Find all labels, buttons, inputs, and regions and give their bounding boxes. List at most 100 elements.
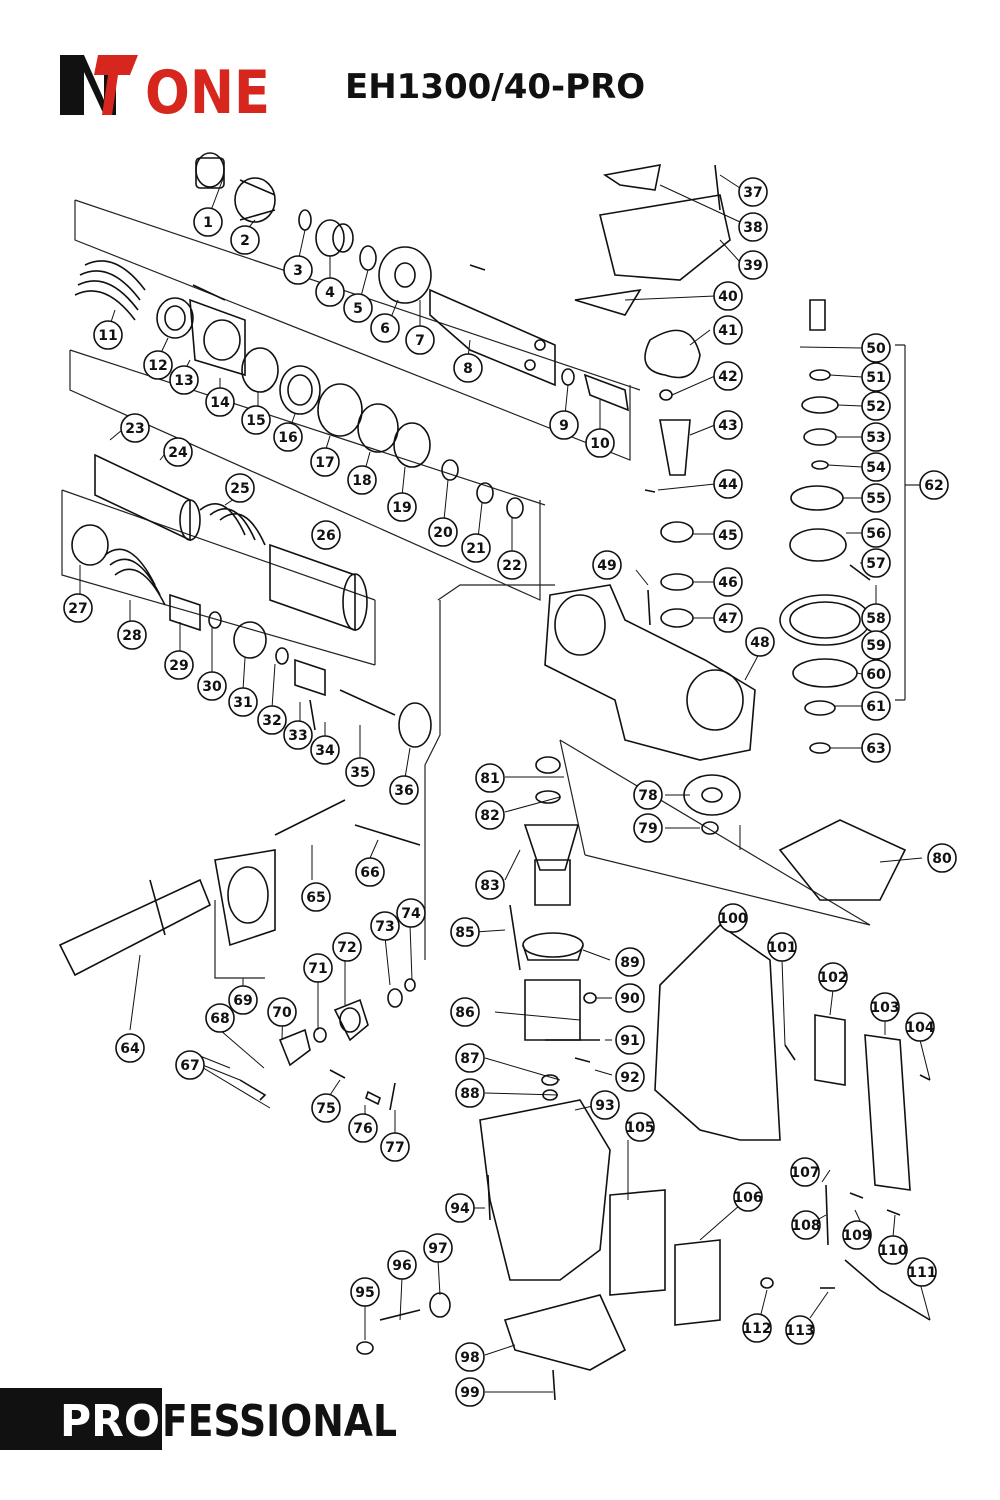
- part-number-71: 71: [308, 961, 327, 977]
- part-number-108: 108: [791, 1218, 820, 1234]
- part-callout-circle-76: [348, 1113, 378, 1143]
- part-callout-circle-12: [143, 350, 173, 380]
- part-callout-circle-94: [445, 1193, 475, 1223]
- part-callout-circle-86: [450, 997, 480, 1027]
- part-callout-circle-59: [861, 630, 891, 660]
- footer-brand-pro: PRO: [60, 1396, 160, 1447]
- part-number-85: 85: [455, 925, 474, 941]
- brand-logo: ONE: [60, 55, 270, 128]
- part-callout-circle-13: [169, 365, 199, 395]
- part-callout-circle-28: [117, 620, 147, 650]
- part-number-11: 11: [98, 328, 117, 344]
- part-number-49: 49: [597, 558, 616, 574]
- part-number-64: 64: [120, 1041, 140, 1057]
- part-number-41: 41: [718, 323, 737, 339]
- part-number-83: 83: [480, 878, 499, 894]
- part-number-111: 111: [907, 1265, 936, 1281]
- logo-text: ONE: [145, 58, 270, 128]
- part-callout-circle-107: [790, 1157, 820, 1187]
- part-callout-circle-80: [927, 843, 957, 873]
- part-callout-circle-53: [861, 422, 891, 452]
- part-callout-circle-21: [461, 533, 491, 563]
- part-number-30: 30: [202, 679, 222, 695]
- part-number-18: 18: [352, 473, 371, 489]
- part-callout-circle-5: [343, 293, 373, 323]
- part-number-40: 40: [718, 289, 738, 305]
- footer-brand: PRO FESSIONAL: [0, 1388, 397, 1450]
- part-callout-circle-112: [742, 1313, 772, 1343]
- part-callout-circle-62: [919, 470, 949, 500]
- part-callout-circle-6: [370, 313, 400, 343]
- part-callout-circle-111: [907, 1257, 937, 1287]
- part-number-100: 100: [718, 911, 747, 927]
- part-number-94: 94: [450, 1201, 470, 1217]
- part-callout-circle-24: [163, 437, 193, 467]
- part-callout-circle-42: [713, 361, 743, 391]
- part-callout-circle-31: [228, 687, 258, 717]
- part-number-57: 57: [866, 556, 885, 572]
- part-number-109: 109: [842, 1228, 871, 1244]
- part-number-74: 74: [401, 906, 421, 922]
- part-callout-circle-99: [455, 1377, 485, 1407]
- part-callout-circle-27: [63, 593, 93, 623]
- part-number-79: 79: [638, 821, 657, 837]
- part-callout-circle-38: [738, 212, 768, 242]
- part-callout-circle-26: [311, 520, 341, 550]
- part-number-8: 8: [463, 361, 473, 377]
- part-number-82: 82: [480, 808, 499, 824]
- part-number-58: 58: [866, 611, 885, 627]
- part-number-67: 67: [180, 1058, 199, 1074]
- part-callout-circle-25: [225, 473, 255, 503]
- part-number-6: 6: [380, 321, 390, 337]
- part-number-31: 31: [233, 695, 252, 711]
- part-number-56: 56: [866, 526, 885, 542]
- part-number-42: 42: [718, 369, 737, 385]
- part-number-97: 97: [428, 1241, 447, 1257]
- part-callout-circle-41: [713, 315, 743, 345]
- part-callout-circle-37: [738, 177, 768, 207]
- part-callout-circle-30: [197, 671, 227, 701]
- part-callout-circle-98: [455, 1342, 485, 1372]
- part-number-113: 113: [785, 1323, 814, 1339]
- part-number-104: 104: [905, 1020, 934, 1036]
- part-number-48: 48: [750, 635, 769, 651]
- part-number-45: 45: [718, 528, 737, 544]
- part-number-17: 17: [315, 455, 334, 471]
- part-callout-circle-54: [861, 452, 891, 482]
- part-callout-circle-88: [455, 1078, 485, 1108]
- part-number-96: 96: [392, 1258, 411, 1274]
- part-callouts: 1234567891011121314151617181920212223242…: [63, 177, 957, 1407]
- part-number-93: 93: [595, 1098, 614, 1114]
- part-number-63: 63: [866, 741, 885, 757]
- part-callout-circle-105: [625, 1112, 655, 1142]
- part-number-29: 29: [169, 658, 188, 674]
- part-callout-circle-17: [310, 447, 340, 477]
- part-callout-circle-68: [205, 1003, 235, 1033]
- part-callout-circle-14: [205, 387, 235, 417]
- part-number-38: 38: [743, 220, 762, 236]
- part-callout-circle-106: [733, 1182, 763, 1212]
- part-callout-circle-63: [861, 733, 891, 763]
- part-callout-circle-55: [861, 483, 891, 513]
- part-number-59: 59: [866, 638, 885, 654]
- part-number-28: 28: [122, 628, 141, 644]
- part-callout-circle-95: [350, 1277, 380, 1307]
- part-number-107: 107: [790, 1165, 819, 1181]
- part-number-24: 24: [168, 445, 188, 461]
- part-number-44: 44: [718, 477, 738, 493]
- part-callout-circle-46: [713, 567, 743, 597]
- part-callout-circle-2: [230, 225, 260, 255]
- part-number-12: 12: [148, 358, 167, 374]
- part-number-26: 26: [316, 528, 335, 544]
- part-callout-circle-33: [283, 720, 313, 750]
- part-callout-circle-89: [615, 947, 645, 977]
- part-number-14: 14: [210, 395, 230, 411]
- part-number-15: 15: [246, 413, 265, 429]
- part-callout-circle-75: [311, 1093, 341, 1123]
- part-number-5: 5: [353, 301, 363, 317]
- part-number-19: 19: [392, 500, 411, 516]
- part-number-69: 69: [233, 993, 252, 1009]
- part-number-60: 60: [866, 667, 886, 683]
- part-number-7: 7: [415, 333, 425, 349]
- part-number-37: 37: [743, 185, 762, 201]
